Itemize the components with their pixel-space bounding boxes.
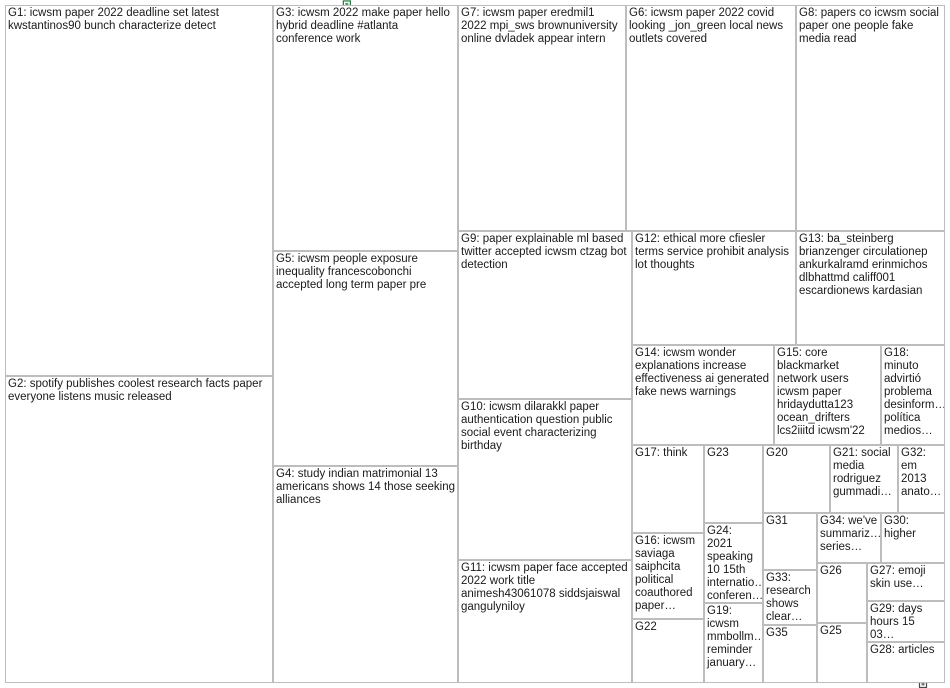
group-label-g13: G13: ba_steinberg brianzenger circulatio…: [799, 233, 928, 297]
group-panel-g21: G21: social media rodriguez gummadi…: [830, 445, 898, 513]
group-label-g22: G22: [635, 621, 657, 633]
group-panel-g33: G33: research shows clear…: [763, 570, 817, 625]
group-panel-g28: G28: articles: [867, 642, 945, 683]
g3-node-22-fill: [345, 2, 349, 6]
group-label-g19: G19: icwsm mmbollm… reminder january…: [707, 605, 763, 669]
group-panel-g32: G32: em 2013 anato…: [898, 445, 945, 513]
group-label-g35: G35: [766, 627, 788, 639]
group-panel-g13: G13: ba_steinberg brianzenger circulatio…: [796, 231, 945, 345]
group-panel-g3: G3: icwsm 2022 make paper hello hybrid d…: [273, 5, 458, 251]
group-label-g17: G17: think: [635, 447, 688, 459]
group-label-g28: G28: articles: [870, 644, 935, 656]
group-label-g6: G6: icwsm paper 2022 covid looking _jon_…: [629, 7, 784, 45]
group-panel-g10: G10: icwsm dilarakkl paper authenticatio…: [458, 399, 632, 560]
group-label-g24: G24: 2021 speaking 10 15th internatio… c…: [707, 525, 763, 602]
group-panel-g34: G34: we've summariz… series…: [817, 513, 881, 563]
group-panel-g15: G15: core blackmarket network users icws…: [774, 345, 881, 445]
group-panel-g8: G8: papers co icwsm social paper one peo…: [796, 5, 945, 231]
group-panel-g6: G6: icwsm paper 2022 covid looking _jon_…: [626, 5, 796, 231]
group-label-g9: G9: paper explainable ml based twitter a…: [461, 233, 627, 271]
group-label-g2: G2: spotify publishes coolest research f…: [8, 378, 263, 403]
group-label-g21: G21: social media rodriguez gummadi…: [833, 447, 892, 498]
group-panel-g9: G9: paper explainable ml based twitter a…: [458, 231, 632, 399]
group-label-g34: G34: we've summariz… series…: [820, 515, 881, 553]
group-panel-g14: G14: icwsm wonder explanations increase …: [632, 345, 774, 445]
group-panel-g5: G5: icwsm people exposure inequality fra…: [273, 251, 458, 466]
group-label-g29: G29: days hours 15 03…: [870, 603, 923, 641]
group-panel-g30: G30: higher: [881, 513, 945, 563]
group-label-g4: G4: study indian matrimonial 13 american…: [276, 468, 455, 506]
group-label-g15: G15: core blackmarket network users icws…: [777, 347, 865, 437]
group-panel-g4: G4: study indian matrimonial 13 american…: [273, 466, 458, 683]
group-label-g8: G8: papers co icwsm social paper one peo…: [799, 7, 939, 45]
group-label-g20: G20: [766, 447, 788, 459]
group-panel-g23: G23: [704, 445, 763, 523]
group-label-g32: G32: em 2013 anato…: [901, 447, 942, 498]
group-label-g23: G23: [707, 447, 729, 459]
group-panel-g29: G29: days hours 15 03…: [867, 601, 945, 642]
group-panel-g25: G25: [817, 623, 867, 683]
group-label-g10: G10: icwsm dilarakkl paper authenticatio…: [461, 401, 613, 452]
group-label-g7: G7: icwsm paper eredmil1 2022 mpi_sws br…: [461, 7, 618, 45]
group-label-g18: G18: minuto advirtió problema desinform……: [884, 347, 945, 437]
group-panel-g1: G1: icwsm paper 2022 deadline set latest…: [5, 5, 273, 376]
group-label-g14: G14: icwsm wonder explanations increase …: [635, 347, 770, 398]
group-panel-g26: G26: [817, 563, 867, 623]
group-panel-g18: G18: minuto advirtió problema desinform……: [881, 345, 945, 445]
group-label-g11: G11: icwsm paper face accepted 2022 work…: [461, 562, 628, 613]
group-panel-g16: G16: icwsm saviaga saiphcita political c…: [632, 533, 704, 619]
group-label-g5: G5: icwsm people exposure inequality fra…: [276, 253, 427, 291]
group-panel-g27: G27: emoji skin use…: [867, 563, 945, 601]
group-label-g16: G16: icwsm saviaga saiphcita political c…: [635, 535, 696, 612]
group-label-g3: G3: icwsm 2022 make paper hello hybrid d…: [276, 7, 450, 45]
group-label-g31: G31: [766, 515, 788, 527]
g28-node-b-fill: [921, 682, 925, 686]
group-label-g33: G33: research shows clear…: [766, 572, 811, 623]
group-label-g12: G12: ethical more cfiesler terms service…: [635, 233, 790, 271]
group-panel-g17: G17: think: [632, 445, 704, 533]
group-label-g26: G26: [820, 565, 842, 577]
group-label-g1: G1: icwsm paper 2022 deadline set latest…: [8, 7, 219, 32]
group-panel-g19: G19: icwsm mmbollm… reminder january…: [704, 603, 763, 683]
group-panel-g35: G35: [763, 625, 817, 683]
group-panel-g2: G2: spotify publishes coolest research f…: [5, 376, 273, 683]
group-label-g30: G30: higher: [884, 515, 916, 540]
group-panel-g22: G22: [632, 619, 704, 683]
group-panel-g12: G12: ethical more cfiesler terms service…: [632, 231, 796, 345]
group-panel-g20: G20: [763, 445, 830, 513]
group-panel-g24: G24: 2021 speaking 10 15th internatio… c…: [704, 523, 763, 603]
group-label-g27: G27: emoji skin use…: [870, 565, 926, 590]
group-label-g25: G25: [820, 625, 842, 637]
group-panel-g7: G7: icwsm paper eredmil1 2022 mpi_sws br…: [458, 5, 626, 231]
group-panel-g31: G31: [763, 513, 817, 570]
group-panel-g11: G11: icwsm paper face accepted 2022 work…: [458, 560, 632, 683]
